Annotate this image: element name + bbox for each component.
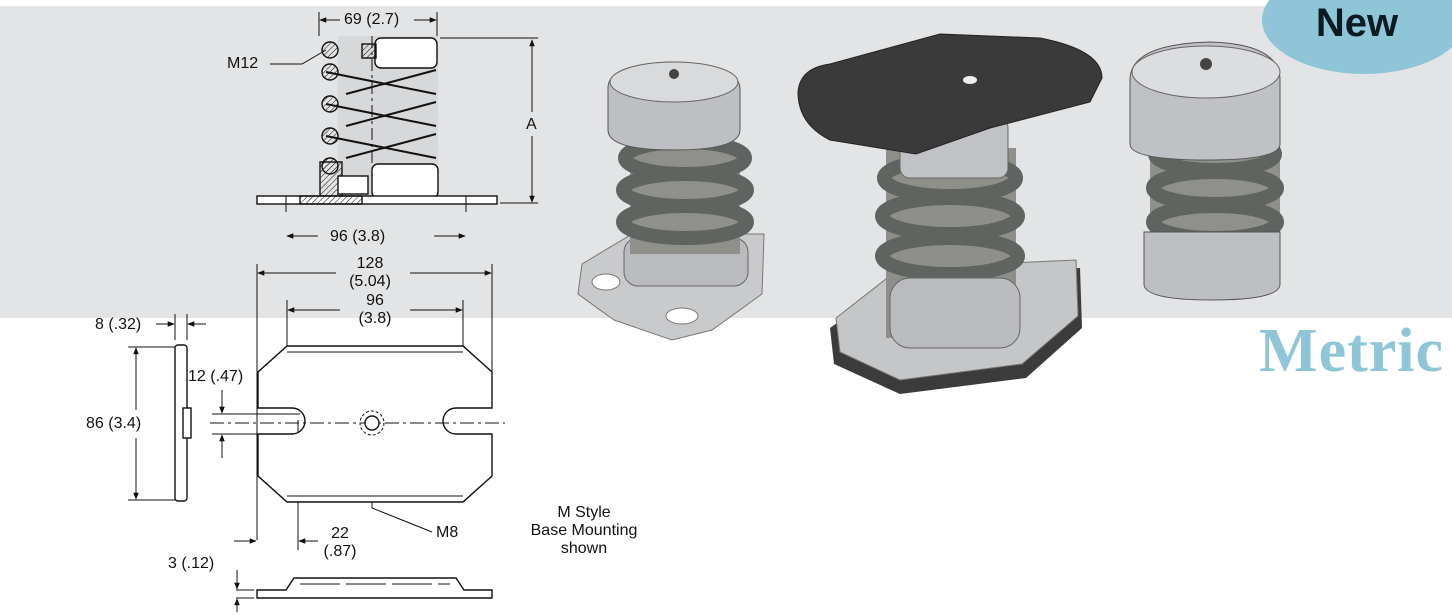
caption-line-style: M Style	[557, 504, 611, 521]
caption-line-shown: shown	[560, 540, 608, 557]
dim-sheet-thickness: 3 (.12)	[168, 555, 215, 572]
metric-banner: Metric	[1259, 317, 1444, 385]
plate-profile-view	[256, 577, 493, 599]
section-view	[256, 36, 498, 212]
mount-photo-plain	[1129, 41, 1284, 301]
dim-slot-depth: 22 (.87)	[318, 525, 362, 561]
plate-plan-view	[210, 345, 505, 503]
caption: M Style Base Mounting shown	[514, 504, 654, 558]
dim-height: A	[526, 116, 537, 133]
dim-top-base-span: 96 (3.8)	[330, 228, 386, 245]
mount-photo-friction-pad	[797, 33, 1103, 394]
plate-side-view	[174, 344, 192, 502]
dim-slot-span-inches: (3.8)	[358, 310, 392, 327]
dim-thread-top: M12	[227, 55, 259, 72]
dim-slot-span-value: 96	[366, 292, 384, 309]
mount-photo-slotted-base	[577, 61, 765, 341]
dim-overall-width-value: 128	[356, 255, 384, 272]
dim-top-width: 69 (2.7)	[344, 11, 400, 28]
dim-overall-width: 128 (5.04)	[330, 255, 410, 291]
dim-slot-depth-value: 22	[331, 525, 349, 542]
caption-line-mounting: Base Mounting	[530, 522, 638, 539]
dim-slot-depth-inches: (.87)	[323, 543, 357, 560]
dim-thread-base: M8	[436, 524, 459, 541]
dim-overall-width-inches: (5.04)	[349, 273, 391, 290]
dim-slot-span: 96 (3.8)	[335, 292, 415, 328]
dim-plate-thickness: 8 (.32)	[95, 316, 142, 333]
new-badge-label: New	[1315, 1, 1399, 45]
dim-plate-depth: 86 (3.4)	[86, 415, 142, 432]
dim-slot-width: 12 (.47)	[188, 368, 244, 385]
